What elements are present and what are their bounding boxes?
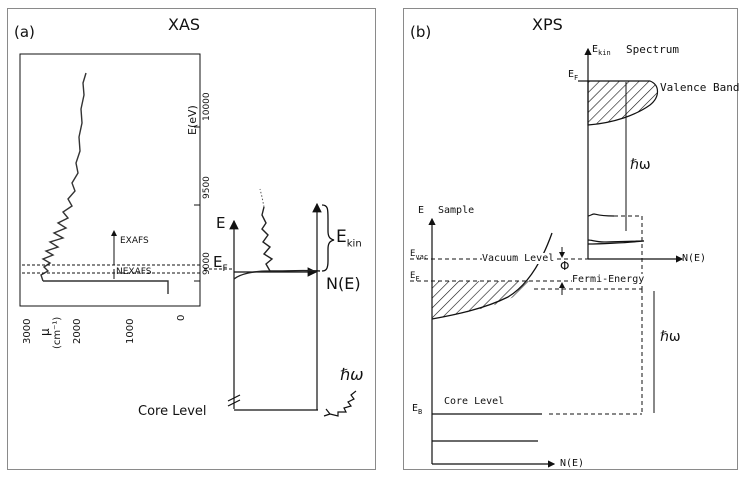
occupied-states-region [432,281,534,319]
xas-inset-frame [19,53,201,307]
xps-diagram [410,47,684,468]
panel-a-tag: (a) [14,23,35,41]
xps-panel: (b) XPS [403,8,740,470]
panel-b-tag: (b) [410,23,432,41]
peak-upper [587,213,615,217]
ekin-label: Ekin [336,227,362,250]
nexafs-label: NEXAFS [116,267,152,277]
core-level-label: Core Level [138,404,207,419]
mu-unit: (cm⁻¹) [52,316,63,349]
ef-left-label: EF [410,271,420,283]
energy-tick-10000: 10000 [202,92,212,121]
hbar-omega-lower: ℏω [660,329,681,345]
panel-a-title: XAS [168,15,201,34]
hbar-omega-upper: ℏω [630,157,651,173]
mu-tick-0: 0 [176,314,187,321]
mu-tick-3000: 3000 [22,318,33,344]
sample-label: Sample [438,205,475,216]
valence-band-region [587,80,659,126]
core-level-label: Core Level [444,396,505,407]
mu-tick-2000: 2000 [72,318,83,344]
evac-label: Evac [410,249,429,261]
fermi-label: EF [213,253,228,274]
spectrum-label: Spectrum [626,43,679,56]
energy-axis-label: E(eV) [186,105,199,135]
ekin-label: Ekin [592,44,611,57]
xas-diagram [19,53,357,417]
ne-axis-label: N(E) [326,274,361,293]
xas-panel: (a) XAS [7,8,376,470]
xas-spectrum-curve [40,72,169,294]
exafs-label: EXAFS [120,236,149,246]
ne-right-label: N(E) [682,253,707,264]
ef-top-label: EF [568,69,579,82]
panel-b-title: XPS [532,15,563,34]
e-axis-label: E [216,214,226,232]
fermi-energy-label: Fermi-Energy [572,274,645,285]
photon-wave [329,390,357,417]
xas-main-spectrum [233,206,321,280]
vacuum-level-label: Vacuum Level [482,253,555,264]
phi-label: Φ [560,259,570,273]
mu-axis-label: μ [38,328,52,336]
valence-band-label: Valence Band [660,81,740,94]
peak-lower [587,239,645,245]
ekin-brace [321,204,335,272]
sample-e-label: E [418,205,425,216]
energy-tick-9000: 9000 [202,252,212,275]
ne-bottom-label: N(E) [560,458,585,469]
energy-tick-9500: 9500 [202,176,212,199]
hbar-omega-label: ℏω [340,365,364,384]
eb-label: EB [412,403,423,416]
mu-tick-1000: 1000 [125,318,136,344]
